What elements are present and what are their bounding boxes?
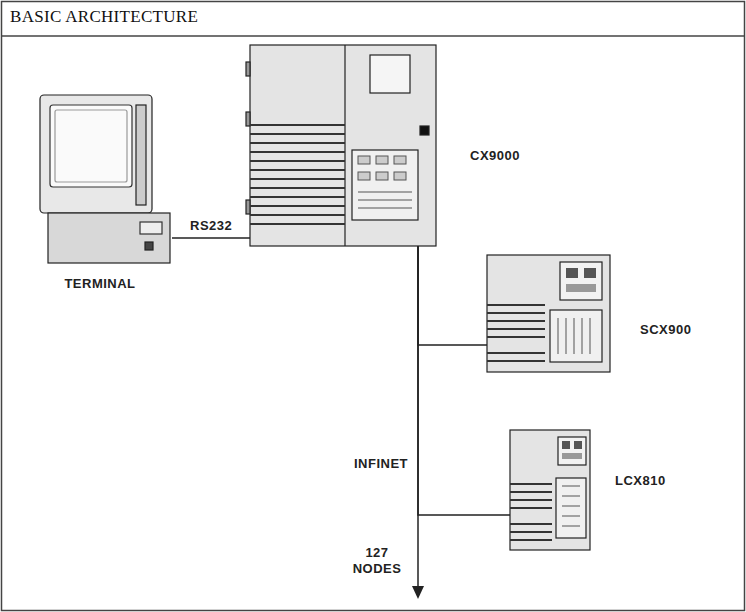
terminal-illustration	[40, 95, 170, 263]
link-label: RS232	[188, 218, 234, 234]
controller-illustration	[487, 255, 610, 372]
device-node: CX9000	[250, 45, 436, 246]
device-label: SCX900	[640, 322, 691, 338]
bus-label: INFINET	[352, 456, 410, 472]
bus-label: 127 NODES	[346, 545, 408, 577]
device-node: TERMINAL	[40, 95, 172, 263]
cabinet-illustration	[246, 45, 436, 246]
title-rule	[2, 35, 745, 37]
diagram-title: BASIC ARCHITECTURE	[10, 9, 198, 25]
network-link	[418, 246, 487, 345]
controller-illustration	[510, 430, 590, 550]
network-link	[172, 237, 250, 239]
device-label: TERMINAL	[40, 276, 160, 292]
bus-arrowhead	[412, 586, 424, 599]
device-node: SCX900	[487, 255, 610, 372]
network-link	[418, 246, 510, 515]
device-node: LCX810	[510, 430, 590, 550]
device-label: LCX810	[615, 473, 666, 489]
device-label: CX9000	[470, 148, 520, 164]
